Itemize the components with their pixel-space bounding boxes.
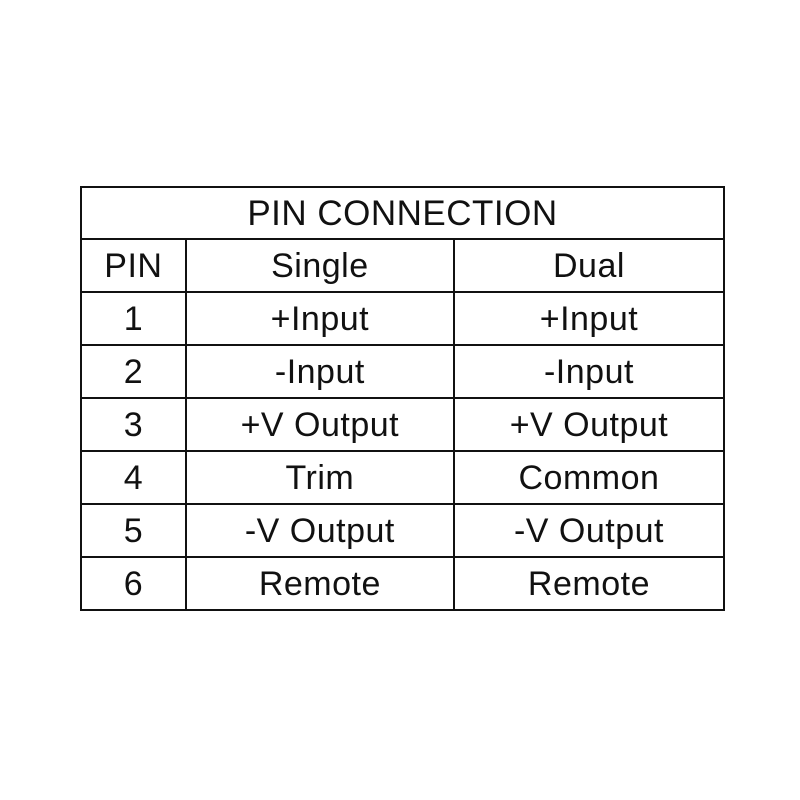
single-mode-cell: -V Output bbox=[184, 503, 455, 558]
dual-mode-cell: Common bbox=[452, 450, 726, 505]
dual-mode-cell: +Input bbox=[452, 291, 726, 346]
dual-mode-cell: Remote bbox=[452, 556, 726, 611]
single-mode-cell: Trim bbox=[184, 450, 455, 505]
single-mode-cell: +Input bbox=[184, 291, 455, 346]
dual-mode-cell: +V Output bbox=[452, 397, 726, 452]
pin-connection-table: PIN CONNECTION PIN Single Dual 1 +Input … bbox=[80, 186, 726, 611]
table-row: 3 +V Output +V Output bbox=[80, 397, 726, 452]
column-header-dual: Dual bbox=[452, 238, 726, 293]
column-header-single: Single bbox=[184, 238, 455, 293]
table-title-row: PIN CONNECTION bbox=[80, 186, 725, 240]
pin-number-cell: 5 bbox=[80, 503, 187, 558]
table-row: 2 -Input -Input bbox=[80, 344, 726, 399]
pin-number-cell: 4 bbox=[80, 450, 187, 505]
table-row: 4 Trim Common bbox=[80, 450, 726, 505]
single-mode-cell: +V Output bbox=[184, 397, 455, 452]
pin-number-cell: 6 bbox=[80, 556, 187, 611]
pin-number-cell: 1 bbox=[80, 291, 187, 346]
pin-number-cell: 2 bbox=[80, 344, 187, 399]
table-row: 1 +Input +Input bbox=[80, 291, 726, 346]
table-row: 5 -V Output -V Output bbox=[80, 503, 726, 558]
dual-mode-cell: -V Output bbox=[452, 503, 726, 558]
single-mode-cell: -Input bbox=[184, 344, 455, 399]
table-row: 6 Remote Remote bbox=[80, 556, 726, 611]
dual-mode-cell: -Input bbox=[452, 344, 726, 399]
single-mode-cell: Remote bbox=[184, 556, 455, 611]
pin-number-cell: 3 bbox=[80, 397, 187, 452]
table-title: PIN CONNECTION bbox=[80, 186, 725, 240]
table-header-row: PIN Single Dual bbox=[80, 238, 726, 293]
column-header-pin: PIN bbox=[80, 238, 187, 293]
